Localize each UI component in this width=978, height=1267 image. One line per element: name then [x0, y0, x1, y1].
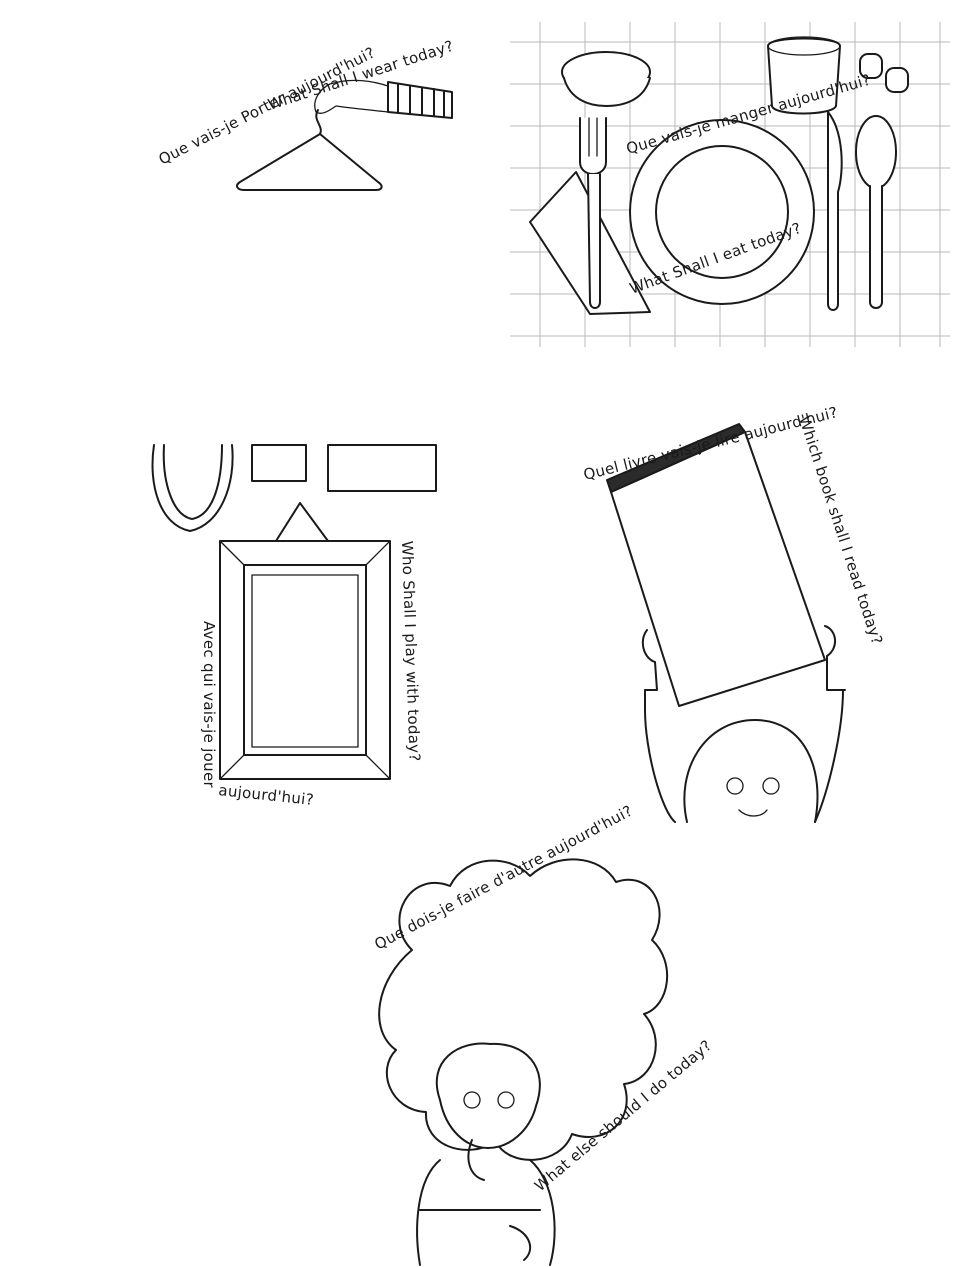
play-question-fr1: Avec qui vais-je jouer	[200, 621, 218, 788]
book-icon	[606, 423, 826, 707]
thinking-child-icon	[416, 1042, 556, 1266]
wide-frame-icon	[327, 444, 437, 492]
hanger-icon	[236, 109, 383, 191]
bowl-icon	[561, 51, 651, 107]
thought-cloud-illustration: Que dois-je faire d'autre aujourd'hui? W…	[371, 802, 715, 1266]
play-question-fr2: aujourd'hui?	[218, 781, 315, 809]
panel-eat: Que vais-je manger aujourd'hui? What Sha…	[510, 22, 950, 347]
small-frame-icon	[251, 444, 307, 482]
panel-else: Que dois-je faire d'autre aujourd'hui? W…	[360, 802, 715, 1266]
panel-wear: Que vais-je Porter aujourd'hui? What Sha…	[140, 10, 480, 210]
hanger-illustration: Que vais-je Porter aujourd'hui? What Sha…	[156, 37, 456, 191]
place-setting-illustration: Que vais-je manger aujourd'hui? What Sha…	[510, 22, 950, 347]
frames-illustration: Who Shall I play with today? Avec qui va…	[151, 444, 437, 809]
salt-pepper-icon	[859, 53, 909, 93]
glass-icon	[767, 36, 841, 115]
panel-play: Who Shall I play with today? Avec qui va…	[140, 444, 440, 815]
sleeve-icon	[387, 81, 453, 119]
child-reader-icon	[641, 625, 846, 823]
book-reader-illustration: Quel livre vais-je lire aujourd'hui? Whi…	[582, 403, 886, 823]
fork-icon	[579, 117, 607, 309]
wear-question-fr: Que vais-je Porter aujourd'hui?	[156, 43, 378, 168]
panel-read: Quel livre vais-je lire aujourd'hui? Whi…	[575, 390, 895, 823]
knife-icon	[827, 111, 843, 311]
oval-mirror-icon	[151, 444, 234, 532]
spoon-icon	[855, 115, 897, 309]
plate-icon	[629, 119, 815, 305]
play-question-en: Who Shall I play with today?	[398, 541, 424, 762]
picture-frame-icon	[219, 502, 391, 780]
